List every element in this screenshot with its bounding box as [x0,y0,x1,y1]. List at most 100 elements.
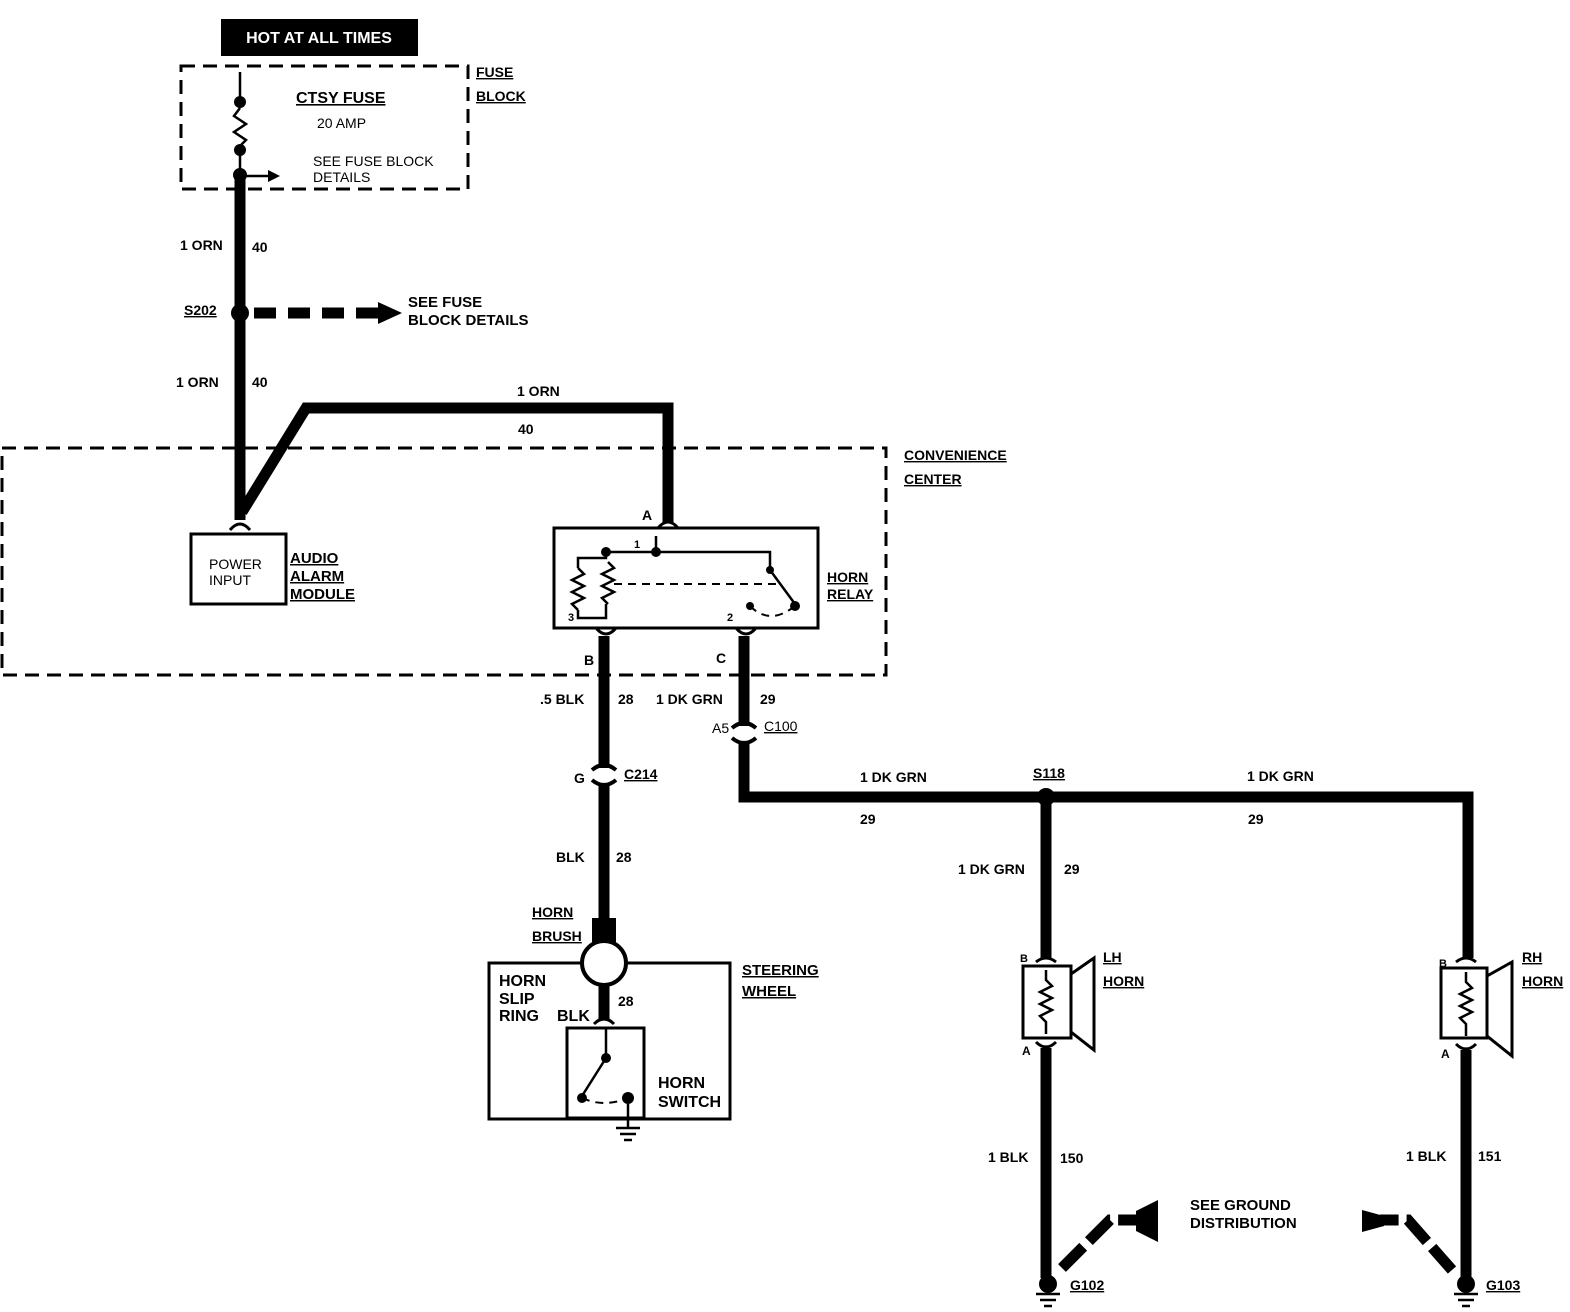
fuse-see-details-2: DETAILS [313,169,370,185]
horn-slip-ring-icon [580,939,628,987]
horn-relay-pin-1: 1 [634,539,640,551]
relay-terminal-b-icon [594,626,618,636]
horn-feed-left-circuit: 29 [860,811,876,827]
horn-switch-ground-icon [616,1126,640,1142]
relay-contact-icon [768,569,797,605]
connector-c100-label: C100 [764,718,798,734]
convenience-center-outline [0,446,888,677]
rh-horn-ground-circuit: 151 [1478,1148,1502,1164]
see-fuse-block-arrow-icon [378,302,402,324]
horn-brush-wire-label: BLK [556,849,585,865]
feed-wire-lower-label: 1 ORN [176,374,219,390]
feed-circuit-upper: 40 [252,239,268,255]
connector-c214-label: C214 [624,766,658,782]
horn-slip-ring-1: HORN [499,973,546,990]
horn-switch-circuit-label: 28 [618,691,634,707]
fuse-name: CTSY FUSE [296,90,386,107]
lh-horn-ground-circuit: 150 [1060,1150,1084,1166]
horn-relay-term-a: A [642,507,652,523]
lh-horn-term-b: B [1020,953,1028,965]
horn-switch-label-1: HORN [658,1075,705,1092]
power-input-1: POWER [209,556,262,572]
relay-coil-icon [569,567,587,611]
horn-switch-wire-label: .5 BLK [540,691,584,707]
horn-feed-drop-label: 1 DK GRN [958,861,1025,877]
see-details-arrow-icon [268,170,280,182]
rh-horn-name-2: HORN [1522,973,1563,989]
horn-brush-circuit-label: 28 [616,849,632,865]
horn-feed-drop-circuit: 29 [1064,861,1080,877]
relay-feed-wire-label: 1 ORN [517,383,560,399]
rh-horn-name-1: RH [1522,949,1542,965]
horn-relay-pin-3: 3 [568,612,574,624]
horn-slip-wire-label: BLK [557,1008,590,1025]
horn-slip-ring-2: SLIP [499,991,535,1008]
fuse-rating: 20 AMP [317,115,366,131]
ground-pointer-left [1058,1214,1140,1272]
ground-g103-label: G103 [1486,1277,1520,1293]
horn-relay-box [552,526,820,630]
horn-feed-wire-c-label: 1 DK GRN [656,691,723,707]
horn-relay-pin-2: 2 [727,612,733,624]
steering-wheel-label-1: STEERING [742,962,819,979]
rh-horn-bell-icon [1485,959,1514,1060]
ground-g103-icon [1454,1275,1478,1308]
lh-horn-ground-wire-label: 1 BLK [988,1149,1028,1165]
convenience-center-label-1: CONVENIENCE [904,447,1007,463]
lh-horn-term-a: A [1022,1044,1031,1058]
connector-c100-pin: A5 [712,720,729,736]
ground-pointer-right [1380,1214,1457,1274]
horn-switch-label-2: SWITCH [658,1094,721,1111]
see-fuse-block-2: BLOCK DETAILS [408,312,529,329]
power-input-2: INPUT [209,572,251,588]
ground-g102-icon [1036,1275,1060,1308]
ground-note-2: DISTRIBUTION [1190,1215,1297,1232]
lh-horn-coil-icon [1037,970,1055,1034]
rh-horn-term-a: A [1441,1047,1450,1061]
feed-wire-upper-label: 1 ORN [180,237,223,253]
ground-note-1: SEE GROUND [1190,1197,1291,1214]
horn-feed-wire-main [738,742,1474,958]
horn-slip-circuit-label: 28 [618,993,634,1009]
feed-circuit-lower: 40 [252,374,268,390]
fuse-block-outline [179,64,470,191]
relay-terminal-a-icon [656,520,680,530]
relay-diode-icon [599,561,617,605]
horn-relay-term-c: C [716,650,726,666]
audio-alarm-name-3: MODULE [290,586,355,603]
audio-alarm-name-2: ALARM [290,568,344,585]
horn-feed-right-circuit: 29 [1248,811,1264,827]
hot-at-all-times-label: HOT AT ALL TIMES [246,30,392,47]
audio-alarm-name-1: AUDIO [290,550,339,567]
fuse-see-details-1: SEE FUSE BLOCK [313,153,434,169]
fuse-block-label-1: FUSE [476,64,513,80]
lh-horn-name-2: HORN [1103,973,1144,989]
splice-s118-label: S118 [1033,765,1065,781]
relay-feed-wire [237,402,674,522]
horn-relay-name-2: RELAY [827,586,874,602]
fuse-element-icon [231,107,249,147]
audio-alarm-module-box [189,532,288,606]
ground-g102-label: G102 [1070,1277,1104,1293]
splice-s202-label: S202 [184,302,217,318]
steering-wheel-label-2: WHEEL [742,983,796,1000]
connector-c214-pin: G [574,770,585,786]
horn-feed-right-label: 1 DK GRN [1247,768,1314,784]
fuse-block-label-2: BLOCK [476,88,526,104]
horn-relay-name-1: HORN [827,569,868,585]
rh-horn-coil-icon [1457,972,1475,1036]
horn-relay-term-b: B [584,652,594,668]
see-fuse-block-1: SEE FUSE [408,294,482,311]
horn-brush-label-1: HORN [532,904,573,920]
convenience-center-label-2: CENTER [904,471,962,487]
horn-feed-circuit-c-label: 29 [760,691,776,707]
splice-s202 [231,304,249,322]
lh-horn-name-1: LH [1103,949,1122,965]
horn-slip-ring-3: RING [499,1008,539,1025]
rh-horn-term-b: B [1439,958,1447,970]
relay-terminal-c-icon [734,626,758,636]
relay-feed-circuit: 40 [518,421,534,437]
ground-pointer-right-arrow-icon [1362,1210,1384,1232]
lh-horn-bell-icon [1069,955,1096,1054]
